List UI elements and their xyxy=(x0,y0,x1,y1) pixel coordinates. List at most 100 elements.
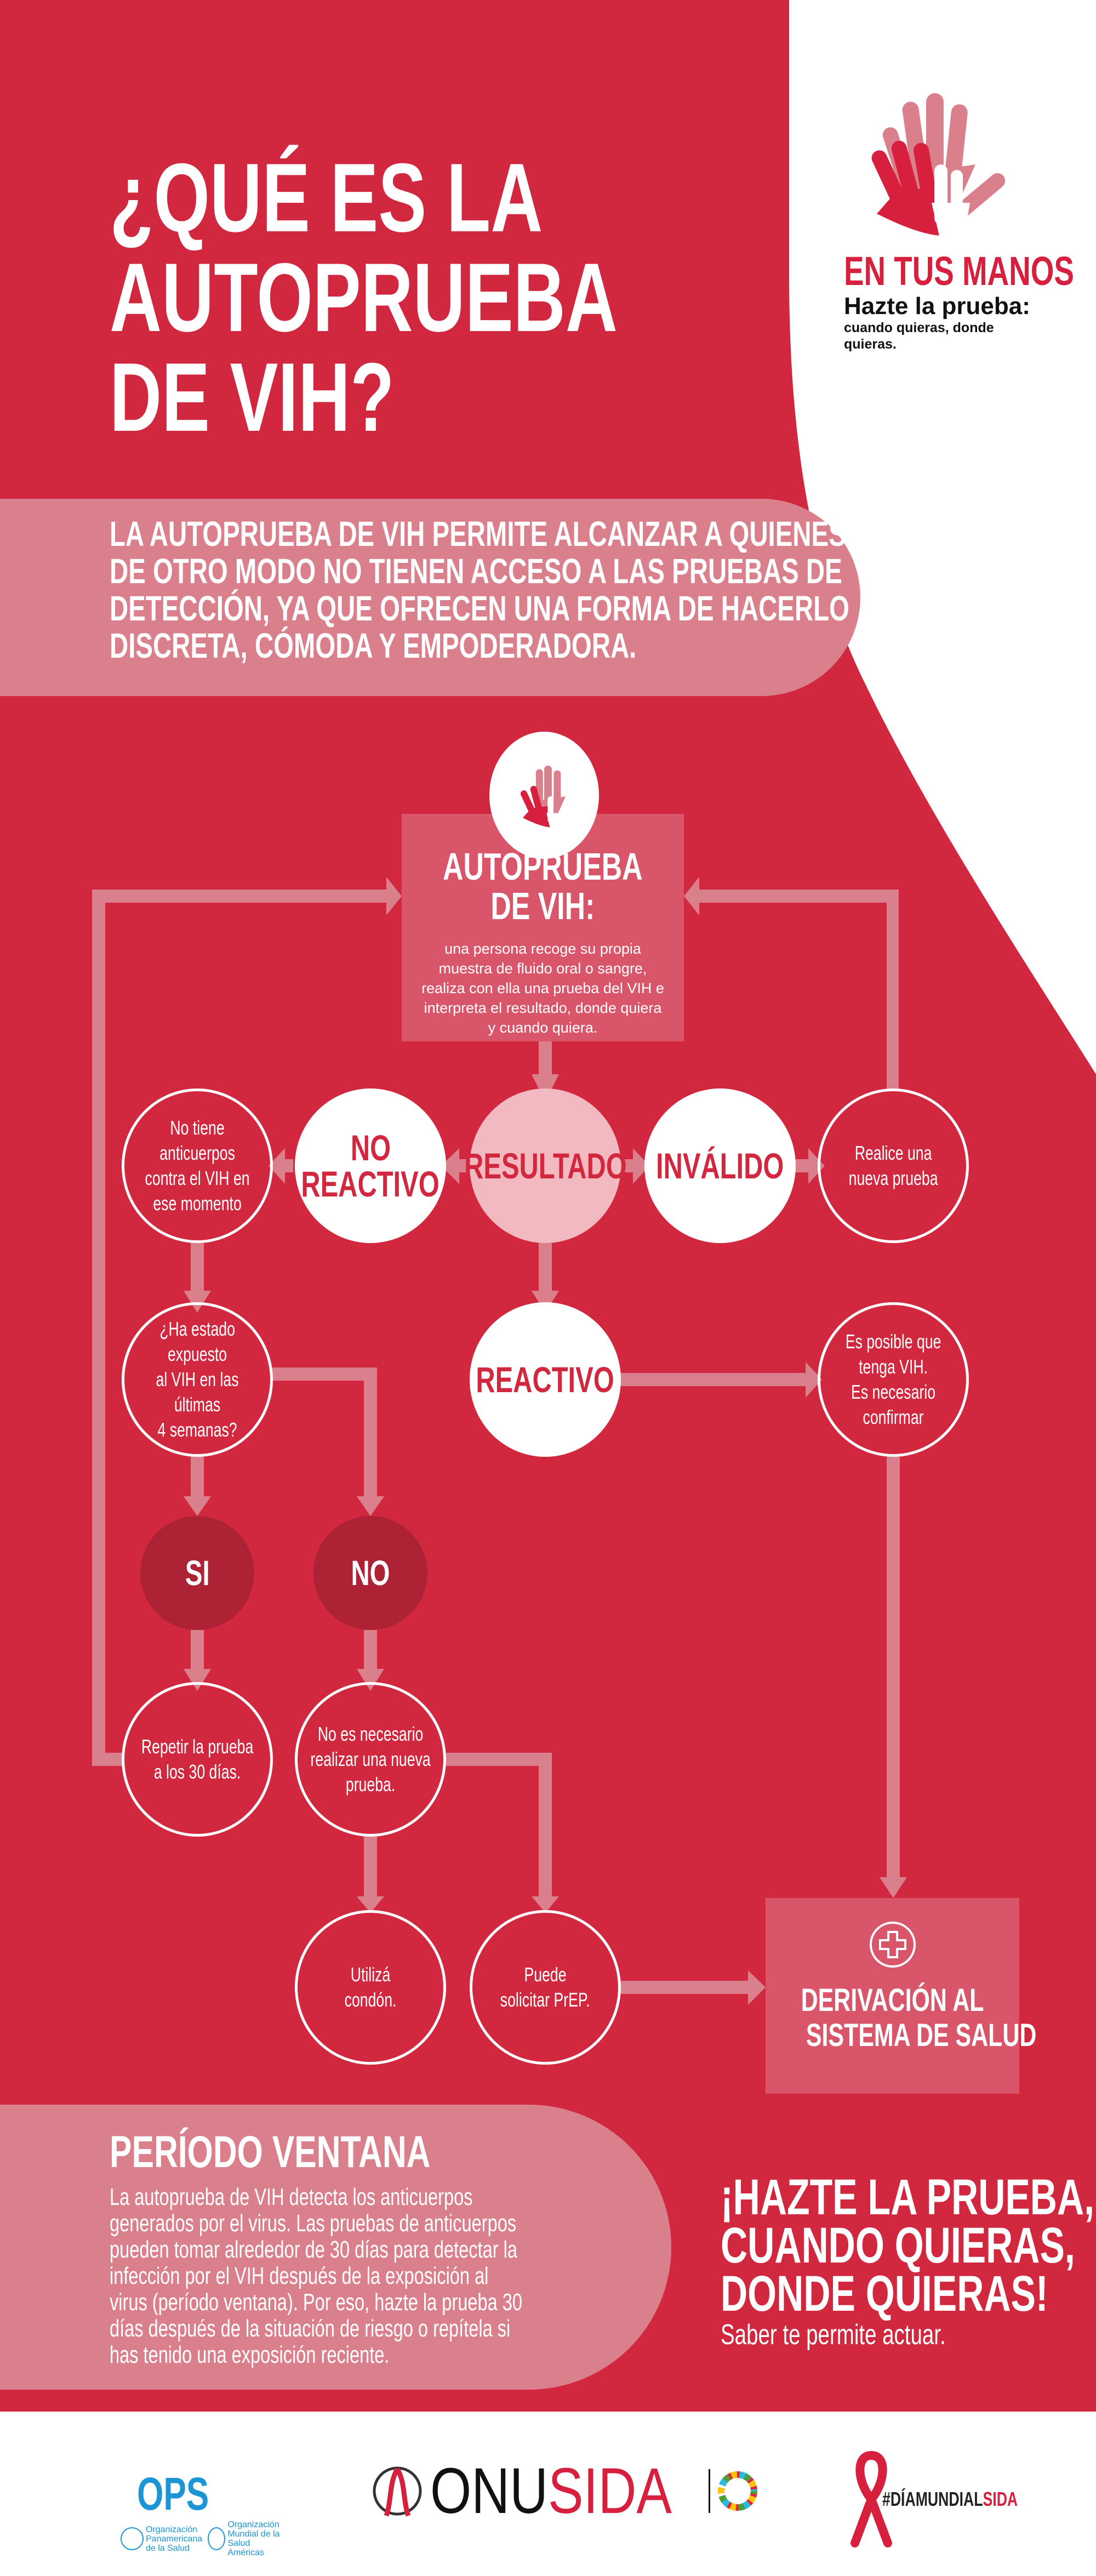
periodo-title: PERÍODO VENTANA xyxy=(110,2127,431,2177)
periodo-ventana-panel xyxy=(0,2105,671,2390)
node-label: SI xyxy=(185,1553,210,1593)
necesario-to-condon-connector xyxy=(364,1837,377,1900)
reactivo-node: REACTIVO xyxy=(470,1302,621,1457)
ops-org-line: Organización xyxy=(227,2520,279,2529)
arrowhead xyxy=(880,1877,907,1898)
anticuerpos-to-expuesto-connector xyxy=(191,1243,204,1298)
intro-text: LA AUTOPRUEBA DE VIH PERMITE ALCANZAR A … xyxy=(110,515,1096,664)
node-text: Realice una xyxy=(854,1142,932,1164)
intro-line: LA AUTOPRUEBA DE VIH PERMITE ALCANZAR A … xyxy=(110,514,846,554)
periodo-line: has tenido una exposición reciente. xyxy=(110,2341,390,2368)
node-label: RESULTADO xyxy=(464,1145,627,1186)
cta-line: DONDE QUIERAS! xyxy=(721,2266,1048,2322)
si-to-repetir-connector xyxy=(191,1630,204,1674)
node-text: Utilizá xyxy=(350,1963,391,1986)
arrowhead xyxy=(357,1496,384,1516)
un-emblem-icon xyxy=(373,2466,422,2517)
autoprueba-box: AUTOPRUEBA DE VIH: una persona recoge su… xyxy=(402,814,684,1041)
arrowhead xyxy=(532,1896,559,1913)
arrowhead xyxy=(269,1148,285,1184)
periodo-body: La autoprueba de VIH detecta los anticue… xyxy=(110,2184,614,2368)
periodo-line: generados por el virus. Las pruebas de a… xyxy=(110,2210,517,2237)
box-desc-line: y cuando quiera. xyxy=(488,1019,598,1036)
invalido-node: INVÁLIDO xyxy=(644,1088,796,1243)
arrowhead xyxy=(532,1074,559,1102)
resultado-node: RESULTADO xyxy=(464,1088,626,1243)
no-to-necesario-connector xyxy=(364,1630,377,1674)
arrowhead xyxy=(184,1291,211,1313)
campaign-logo: EN TUS MANOS Hazte la prueba: cuando qui… xyxy=(844,82,1074,352)
logo-subtitle: Hazte la prueba: xyxy=(844,293,1030,320)
node-text: al VIH en las xyxy=(156,1368,239,1390)
onusida-sida: SIDA xyxy=(548,2455,672,2527)
condon-node: Utilizá condón. xyxy=(295,1910,446,2065)
intro-band xyxy=(0,499,860,696)
repetir-node: Repetir la prueba a los 30 días. xyxy=(122,1682,273,1837)
result-to-reactivo-connector xyxy=(539,1243,552,1298)
onusida-onu: ONU xyxy=(430,2455,549,2527)
intro-line: DETECCIÓN, YA QUE OFRECEN UNA FORMA DE H… xyxy=(110,589,849,628)
box-desc-line: una persona recoge su propia xyxy=(444,941,641,957)
paho-emblem-icon xyxy=(121,2527,144,2550)
who-emblem-icon xyxy=(208,2527,226,2550)
node-text: tenga VIH. xyxy=(859,1355,928,1378)
arrowhead xyxy=(184,1669,211,1691)
ops-org-line: Organización xyxy=(146,2524,198,2534)
prep-to-derivacion-connector xyxy=(621,1981,752,1994)
arrowhead xyxy=(441,1148,459,1184)
derivacion-title: DERIVACIÓN AL xyxy=(801,1982,984,2018)
hashtag-sida: SIDA xyxy=(983,2488,1018,2510)
box-desc-line: realiza con ella una prueba del VIH e xyxy=(421,980,664,996)
arrowhead xyxy=(633,1148,649,1184)
page-title: ¿QUÉ ES LA AUTOPRUEBA DE VIH? xyxy=(110,148,796,447)
onusida-logo: ONUSIDA xyxy=(370,2455,760,2527)
si-node: SI xyxy=(140,1516,254,1630)
realice-node: Realice una nueva prueba xyxy=(818,1088,969,1243)
node-text: Puede xyxy=(524,1963,567,1986)
cta-heading: ¡HAZTE LA PRUEBA, CUANDO QUIERAS, DONDE … xyxy=(721,2172,1096,2322)
node-text: a los 30 días. xyxy=(153,1760,241,1783)
logo-title: EN TUS MANOS xyxy=(844,248,1074,294)
sdg-wheel-icon xyxy=(717,2471,757,2511)
arrowhead xyxy=(386,877,402,915)
arrowhead xyxy=(357,1896,384,1913)
periodo-line: infección por el VIH después de la expos… xyxy=(110,2262,489,2289)
title-line: ¿QUÉ ES LA xyxy=(110,143,543,252)
node-label: INVÁLIDO xyxy=(656,1145,784,1186)
ops-name: OPS xyxy=(137,2468,209,2520)
node-text: Es posible que xyxy=(845,1330,941,1353)
node-text: contra el VIH en xyxy=(145,1167,250,1189)
no-anticuerpos-node: No tiene anticuerpos contra el VIH en es… xyxy=(122,1088,273,1243)
hashtag-text: #DÍAMUNDIAL xyxy=(882,2488,983,2510)
logo-tagline: cuando quieras, donde quieras. xyxy=(844,320,994,352)
derivacion-box: DERIVACIÓN AL SISTEMA DE SALUD xyxy=(766,1898,1036,2094)
arrowhead xyxy=(748,1970,766,2005)
node-label: REACTIVO xyxy=(301,1164,440,1204)
ops-org-line: de la Salud xyxy=(146,2543,190,2553)
medical-cross-icon xyxy=(869,1922,916,1968)
node-text: nueva prueba xyxy=(848,1167,938,1189)
red-ribbon-icon xyxy=(850,2451,892,2547)
title-line: AUTOPRUEBA xyxy=(110,243,618,352)
node-text: ese momento xyxy=(153,1192,242,1215)
node-text: 4 semanas? xyxy=(157,1418,237,1441)
node-label: NO xyxy=(350,1127,391,1168)
prep-node: Puede solicitar PrEP. xyxy=(470,1910,621,2065)
reactivo-to-posible-connector xyxy=(621,1373,807,1386)
ops-org-line: Panamericana xyxy=(146,2534,203,2544)
no-reactivo-node: NO REACTIVO xyxy=(295,1088,446,1243)
hands-icon xyxy=(871,93,1006,238)
no-necesario-node: No es necesario realizar una nueva prueb… xyxy=(295,1682,446,1837)
periodo-line: La autoprueba de VIH detecta los anticue… xyxy=(110,2184,473,2210)
intro-line: DE OTRO MODO NO TIENEN ACCESO A LAS PRUE… xyxy=(110,551,842,591)
node-text: prueba. xyxy=(345,1773,396,1796)
node-text: condón. xyxy=(344,1988,397,2011)
loop-right-connector xyxy=(699,890,899,1091)
node-text: expuesto xyxy=(167,1343,227,1365)
intro-line: DISCRETA, CÓMODA Y EMPODERADORA. xyxy=(110,626,637,665)
node-label: REACTIVO xyxy=(476,1359,615,1400)
